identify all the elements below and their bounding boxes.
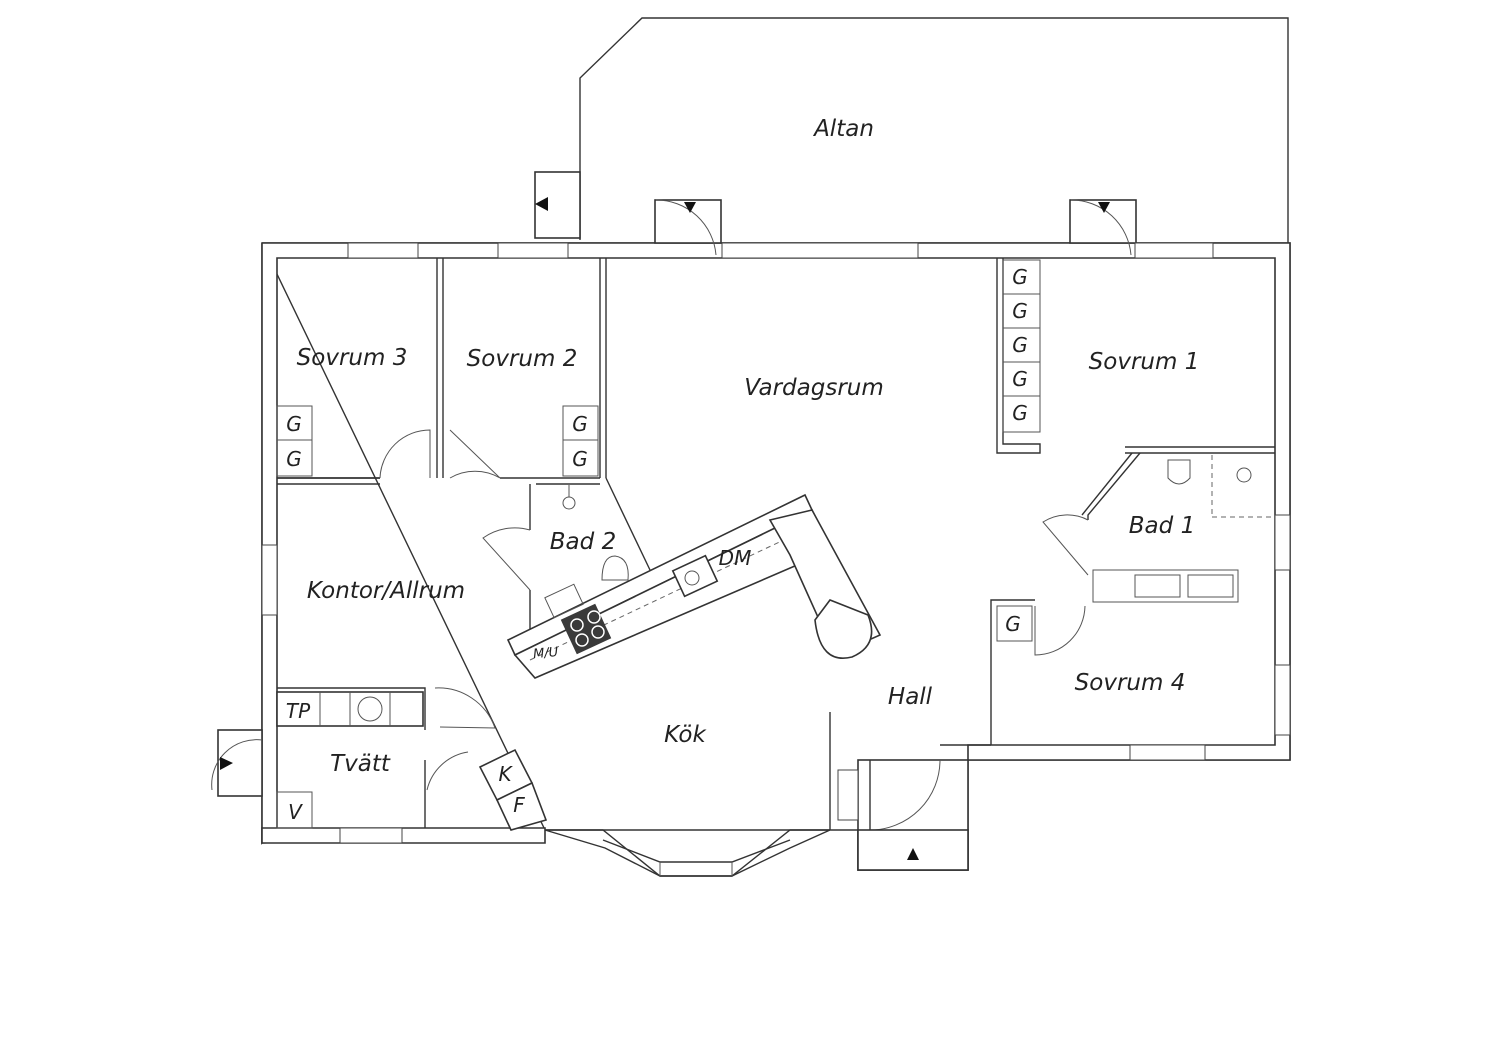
room-label-sovrum4: Sovrum 4 bbox=[1075, 670, 1186, 696]
terrace-outline bbox=[579, 17, 1289, 243]
wardrobe-label: G bbox=[1012, 265, 1028, 289]
wardrobe-label: G bbox=[1012, 299, 1028, 323]
room-label-kontor: Kontor/Allrum bbox=[307, 578, 465, 604]
bay-window-outer bbox=[545, 829, 830, 877]
wall-bad2-diagonal bbox=[605, 477, 651, 571]
washer-box bbox=[276, 791, 313, 829]
room-label-sovrum1: Sovrum 1 bbox=[1089, 349, 1200, 375]
room-label-hall: Hall bbox=[888, 684, 933, 710]
room-label-bad1: Bad 1 bbox=[1129, 513, 1195, 539]
terrace-door-right-arrow-icon bbox=[1098, 202, 1110, 213]
entrance-arrow-icon bbox=[907, 848, 919, 860]
tvatt-door-swing bbox=[211, 739, 263, 791]
bottom-wall-band bbox=[261, 827, 546, 844]
bad1-sink2-icon bbox=[1187, 574, 1234, 598]
dishwasher-label: DM bbox=[719, 546, 752, 570]
tumble-dryer-label: TP bbox=[286, 699, 311, 723]
freezer-box bbox=[495, 781, 548, 831]
vestibule-window bbox=[837, 769, 859, 821]
wardrobe-boxes bbox=[276, 259, 1041, 642]
fridge-label: K bbox=[498, 762, 513, 786]
windows bbox=[261, 242, 1291, 844]
wardrobe-label: G bbox=[1005, 612, 1021, 636]
room-label-sovrum3: Sovrum 3 bbox=[297, 345, 408, 371]
bay-window-inner bbox=[602, 839, 791, 863]
terrace-side-door-arrow-icon bbox=[535, 197, 548, 211]
bad2-toilet-icon bbox=[601, 555, 629, 581]
bad2-sink-icon bbox=[544, 583, 584, 619]
bad1-shower-icon bbox=[1236, 467, 1252, 483]
wall-bad1-left bbox=[1087, 452, 1141, 520]
room-label-bad2: Bad 2 bbox=[550, 529, 616, 555]
stove-icon bbox=[560, 603, 612, 655]
wall-sovrum4 bbox=[990, 599, 1035, 745]
room-label-kok: Kök bbox=[664, 722, 707, 748]
room-label-tvatt: Tvätt bbox=[330, 751, 391, 777]
kitchen-sink-icon bbox=[671, 554, 719, 598]
freezer-label: F bbox=[513, 793, 525, 817]
wall-tvatt bbox=[277, 687, 426, 730]
door-swings bbox=[379, 429, 1089, 791]
wardrobe-label: G bbox=[286, 412, 302, 436]
bad1-sink1-icon bbox=[1134, 574, 1181, 598]
microwave-label: M/U bbox=[533, 645, 560, 662]
bad2-shower-icon bbox=[562, 496, 576, 510]
terrace-door-right-swing bbox=[1070, 199, 1132, 256]
wardrobe-label: G bbox=[286, 447, 302, 471]
wardrobe-label: G bbox=[572, 447, 588, 471]
wardrobe-label: G bbox=[1012, 401, 1028, 425]
terrace-door-left-arrow-icon bbox=[684, 202, 696, 213]
washing-machine-label: V bbox=[288, 800, 303, 824]
room-label-altan: Altan bbox=[812, 116, 874, 142]
entrance-door-swing bbox=[869, 759, 941, 831]
room-label-sovrum2: Sovrum 2 bbox=[467, 346, 578, 372]
wardrobe-label: G bbox=[1012, 367, 1028, 391]
wall-bad1-left-b bbox=[1081, 452, 1133, 516]
wardrobe-label: G bbox=[572, 412, 588, 436]
bad1-counter bbox=[1092, 569, 1239, 603]
stove-burners bbox=[570, 610, 605, 647]
tvatt-sink-icon bbox=[357, 696, 383, 722]
room-label-vardagsrum: Vardagsrum bbox=[744, 375, 884, 401]
bad1-toilet-icon bbox=[1167, 459, 1191, 485]
terrace-door-left-swing bbox=[655, 199, 717, 256]
kitchen-drain-icon bbox=[684, 570, 700, 586]
tvatt-door-arrow-icon bbox=[220, 757, 233, 770]
wardrobe-label: G bbox=[1012, 333, 1028, 357]
